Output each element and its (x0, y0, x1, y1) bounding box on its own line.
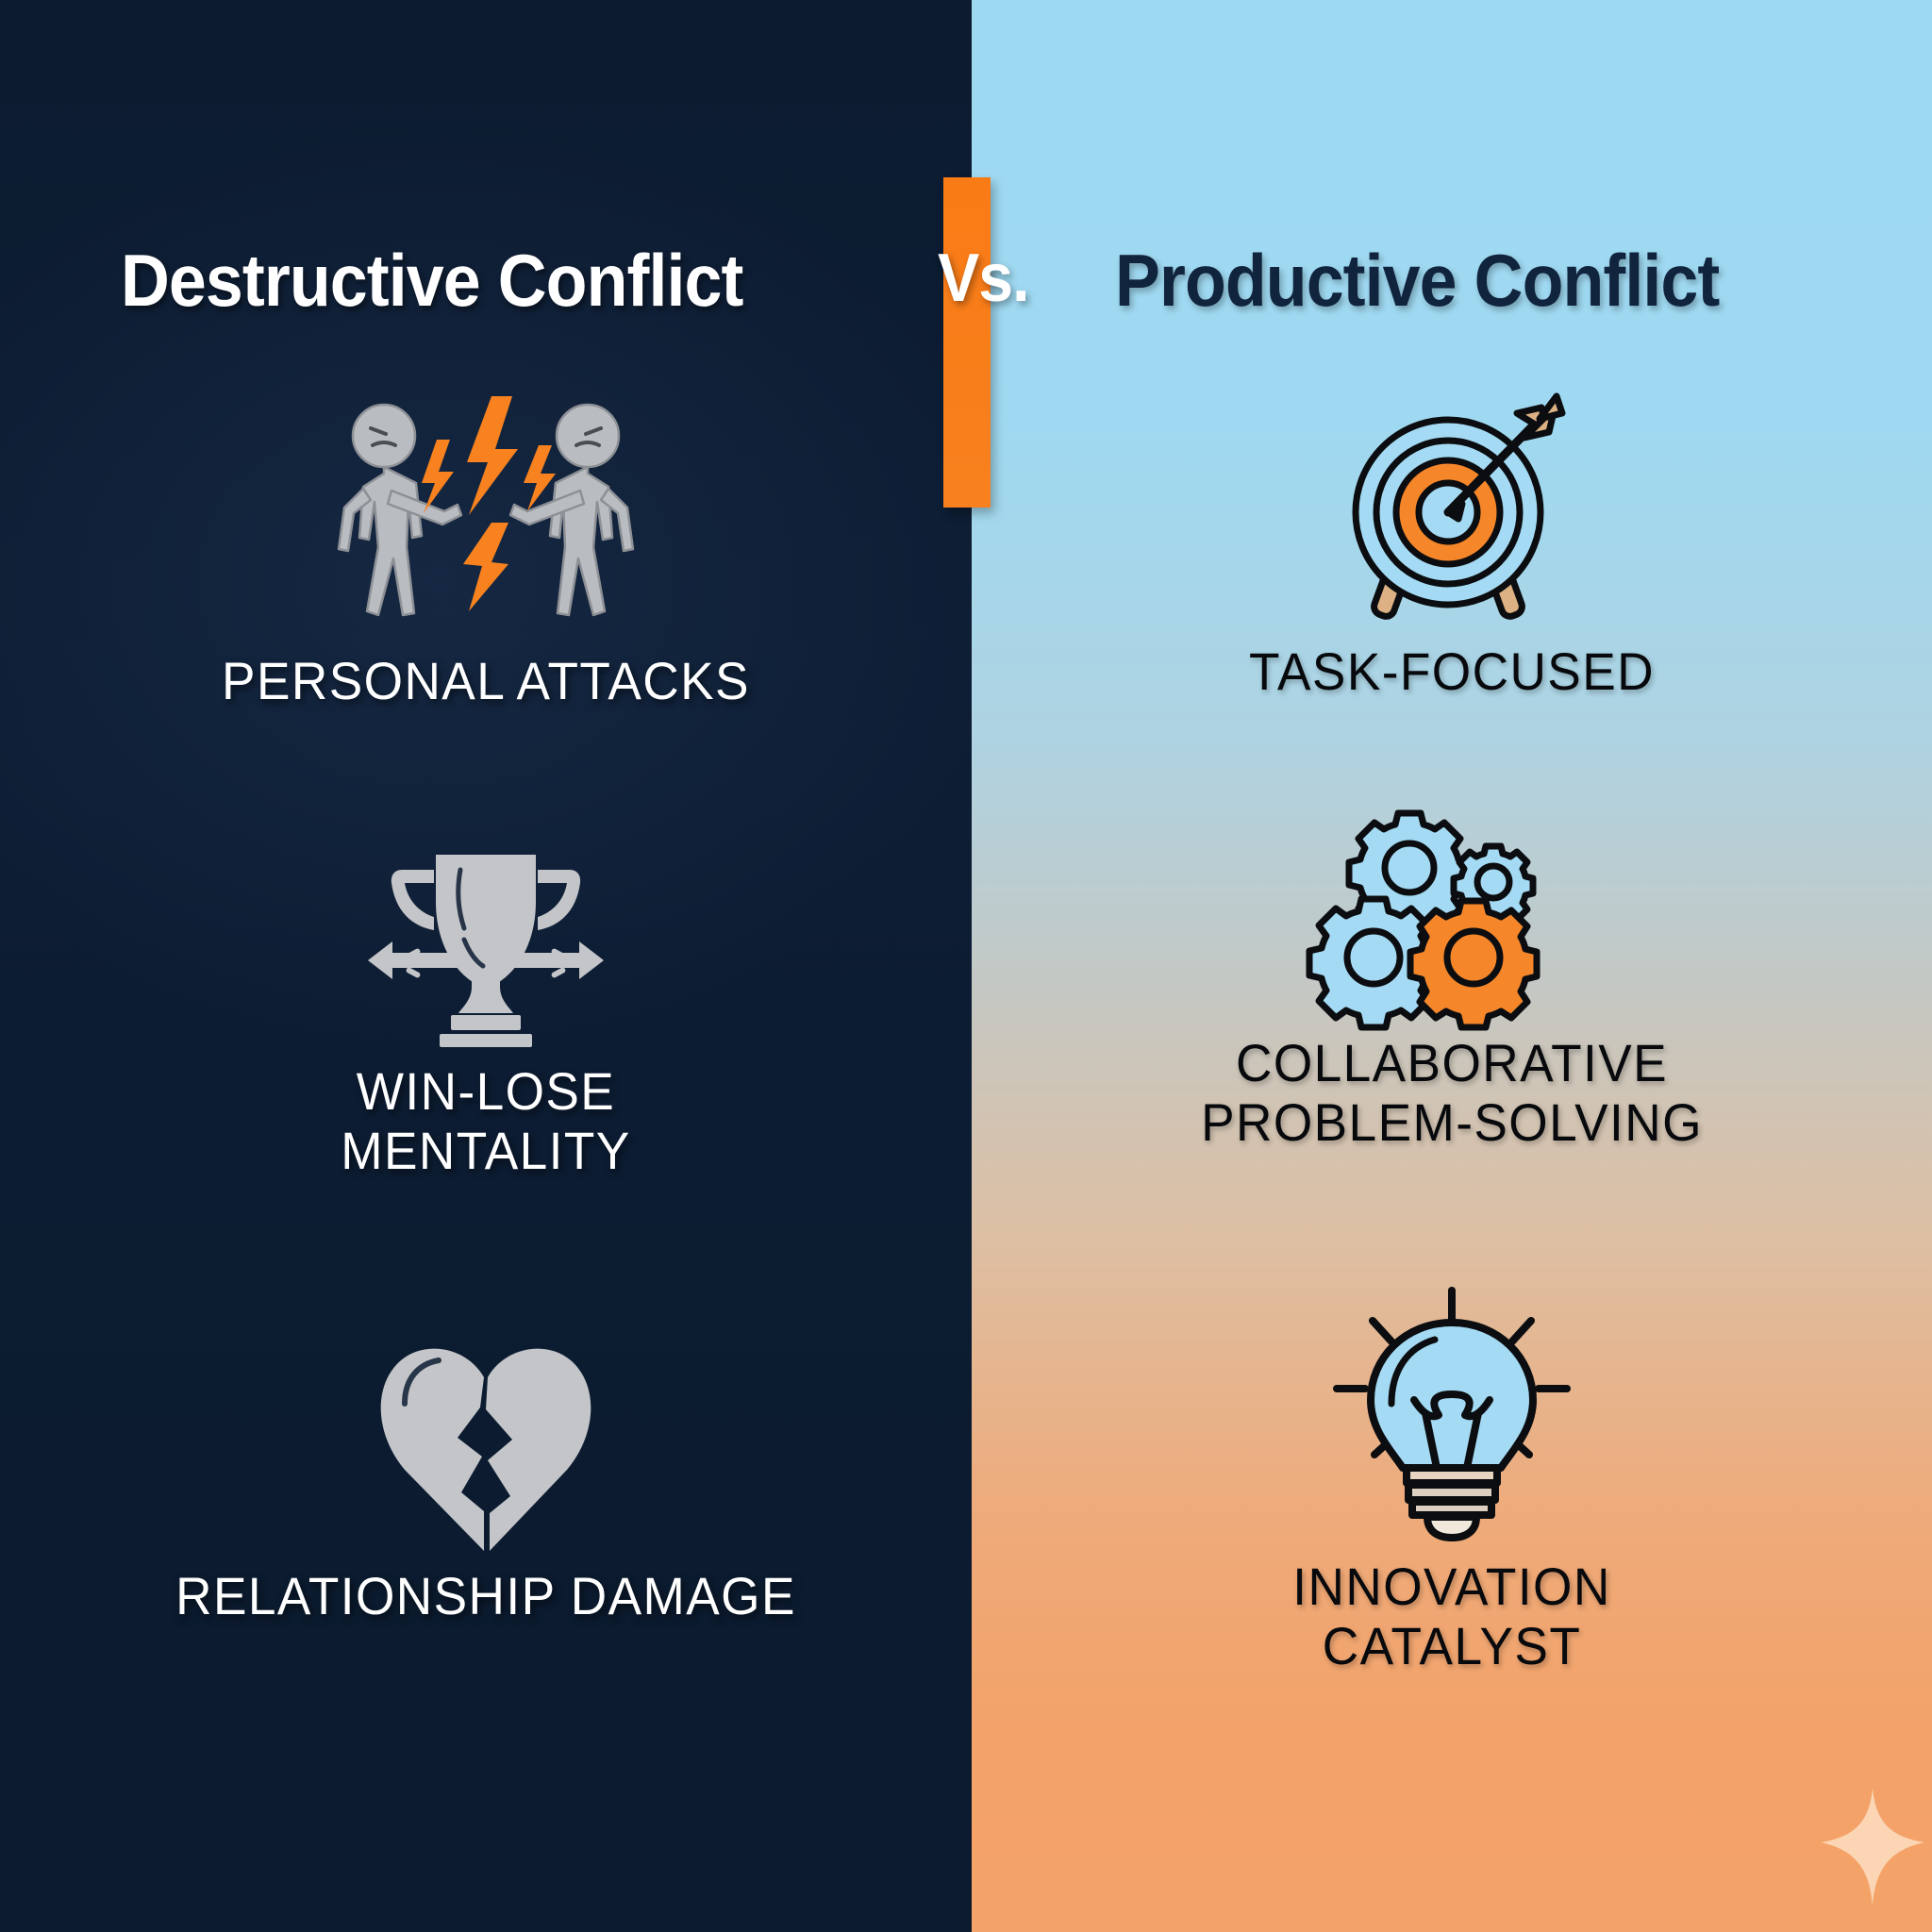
list-item-label: RELATIONSHIP DAMAGE (175, 1566, 796, 1625)
list-item-label: PERSONAL ATTACKS (222, 651, 750, 710)
list-item-label-line2: PROBLEM-SOLVING (1201, 1092, 1703, 1153)
four-point-sparkle-icon (1821, 1788, 1924, 1906)
lightbulb-icon (972, 1283, 1932, 1547)
list-item-label-line1: INNOVATION (1292, 1557, 1611, 1616)
list-item-label-line1: COLLABORATIVE (1235, 1033, 1669, 1092)
list-item-label-line2: MENTALITY (341, 1121, 631, 1181)
productive-items-list: TASK-FOCUSED (972, 392, 1932, 1868)
list-item: INNOVATION CATALYST (972, 1283, 1932, 1676)
gears-icon (972, 802, 1932, 1031)
list-item: TASK-FOCUSED (972, 387, 1932, 701)
list-item-label: TASK-FOCUSED (1249, 641, 1655, 701)
list-item: PERSONAL ATTACKS (0, 396, 972, 710)
list-item-label-line1: WIN-LOSE (356, 1061, 616, 1121)
list-item: RELATIONSHIP DAMAGE (0, 1340, 972, 1625)
trophy-tug-of-war-icon (0, 849, 972, 1052)
broken-heart-icon (0, 1340, 972, 1557)
destructive-items-list: PERSONAL ATTACKS (0, 396, 972, 1868)
orange-divider-bar (943, 177, 991, 508)
two-people-fighting-icon (0, 396, 972, 641)
list-item: WIN-LOSE MENTALITY (0, 849, 972, 1181)
list-item-label-line2: CATALYST (1322, 1616, 1582, 1676)
list-item: COLLABORATIVE PROBLEM-SOLVING (972, 802, 1932, 1153)
target-with-arrow-icon (972, 387, 1932, 632)
